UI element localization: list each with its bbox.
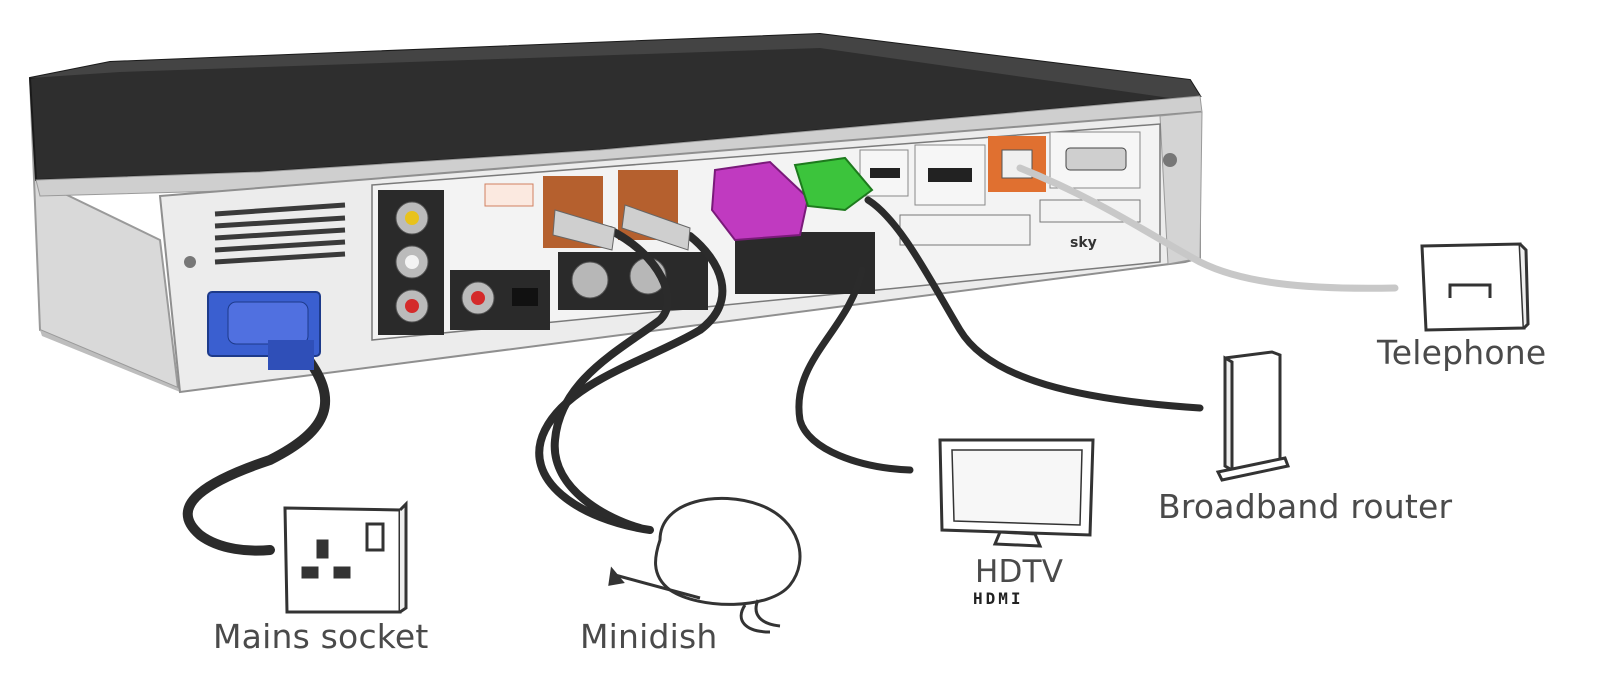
label-telephone: Telephone: [1377, 333, 1547, 372]
hdmi-logo: HDMI: [973, 589, 1024, 608]
plugs: [207, 156, 874, 370]
scart-port: [735, 232, 875, 294]
label-hdtv: HDTV: [975, 554, 1064, 590]
minidish-cable-1: [535, 232, 727, 534]
mains-cable: [182, 350, 331, 556]
minidish-cable-2: [550, 226, 672, 532]
telephone-socket-icon: [1420, 242, 1530, 332]
hdmi-cable: [795, 266, 914, 474]
scart-plug: [710, 160, 810, 242]
mains-socket-icon: [283, 500, 408, 614]
hdtv-icon: [938, 438, 1095, 548]
broadband-cable: [864, 196, 1204, 412]
broadband-router-icon: [1215, 350, 1291, 482]
label-minidish: Minidish: [580, 617, 718, 656]
minidish-icon: [608, 497, 802, 634]
set-top-box: sky: [28, 32, 1203, 394]
vent-grille: [214, 202, 346, 265]
brand-logo: sky: [1070, 235, 1097, 251]
label-broadband-router: Broadband router: [1158, 487, 1453, 526]
cables: [182, 164, 1399, 556]
telephone-cable: [1016, 164, 1399, 292]
ethernet-plug: [793, 156, 874, 212]
label-mains-socket: Mains socket: [213, 617, 429, 656]
